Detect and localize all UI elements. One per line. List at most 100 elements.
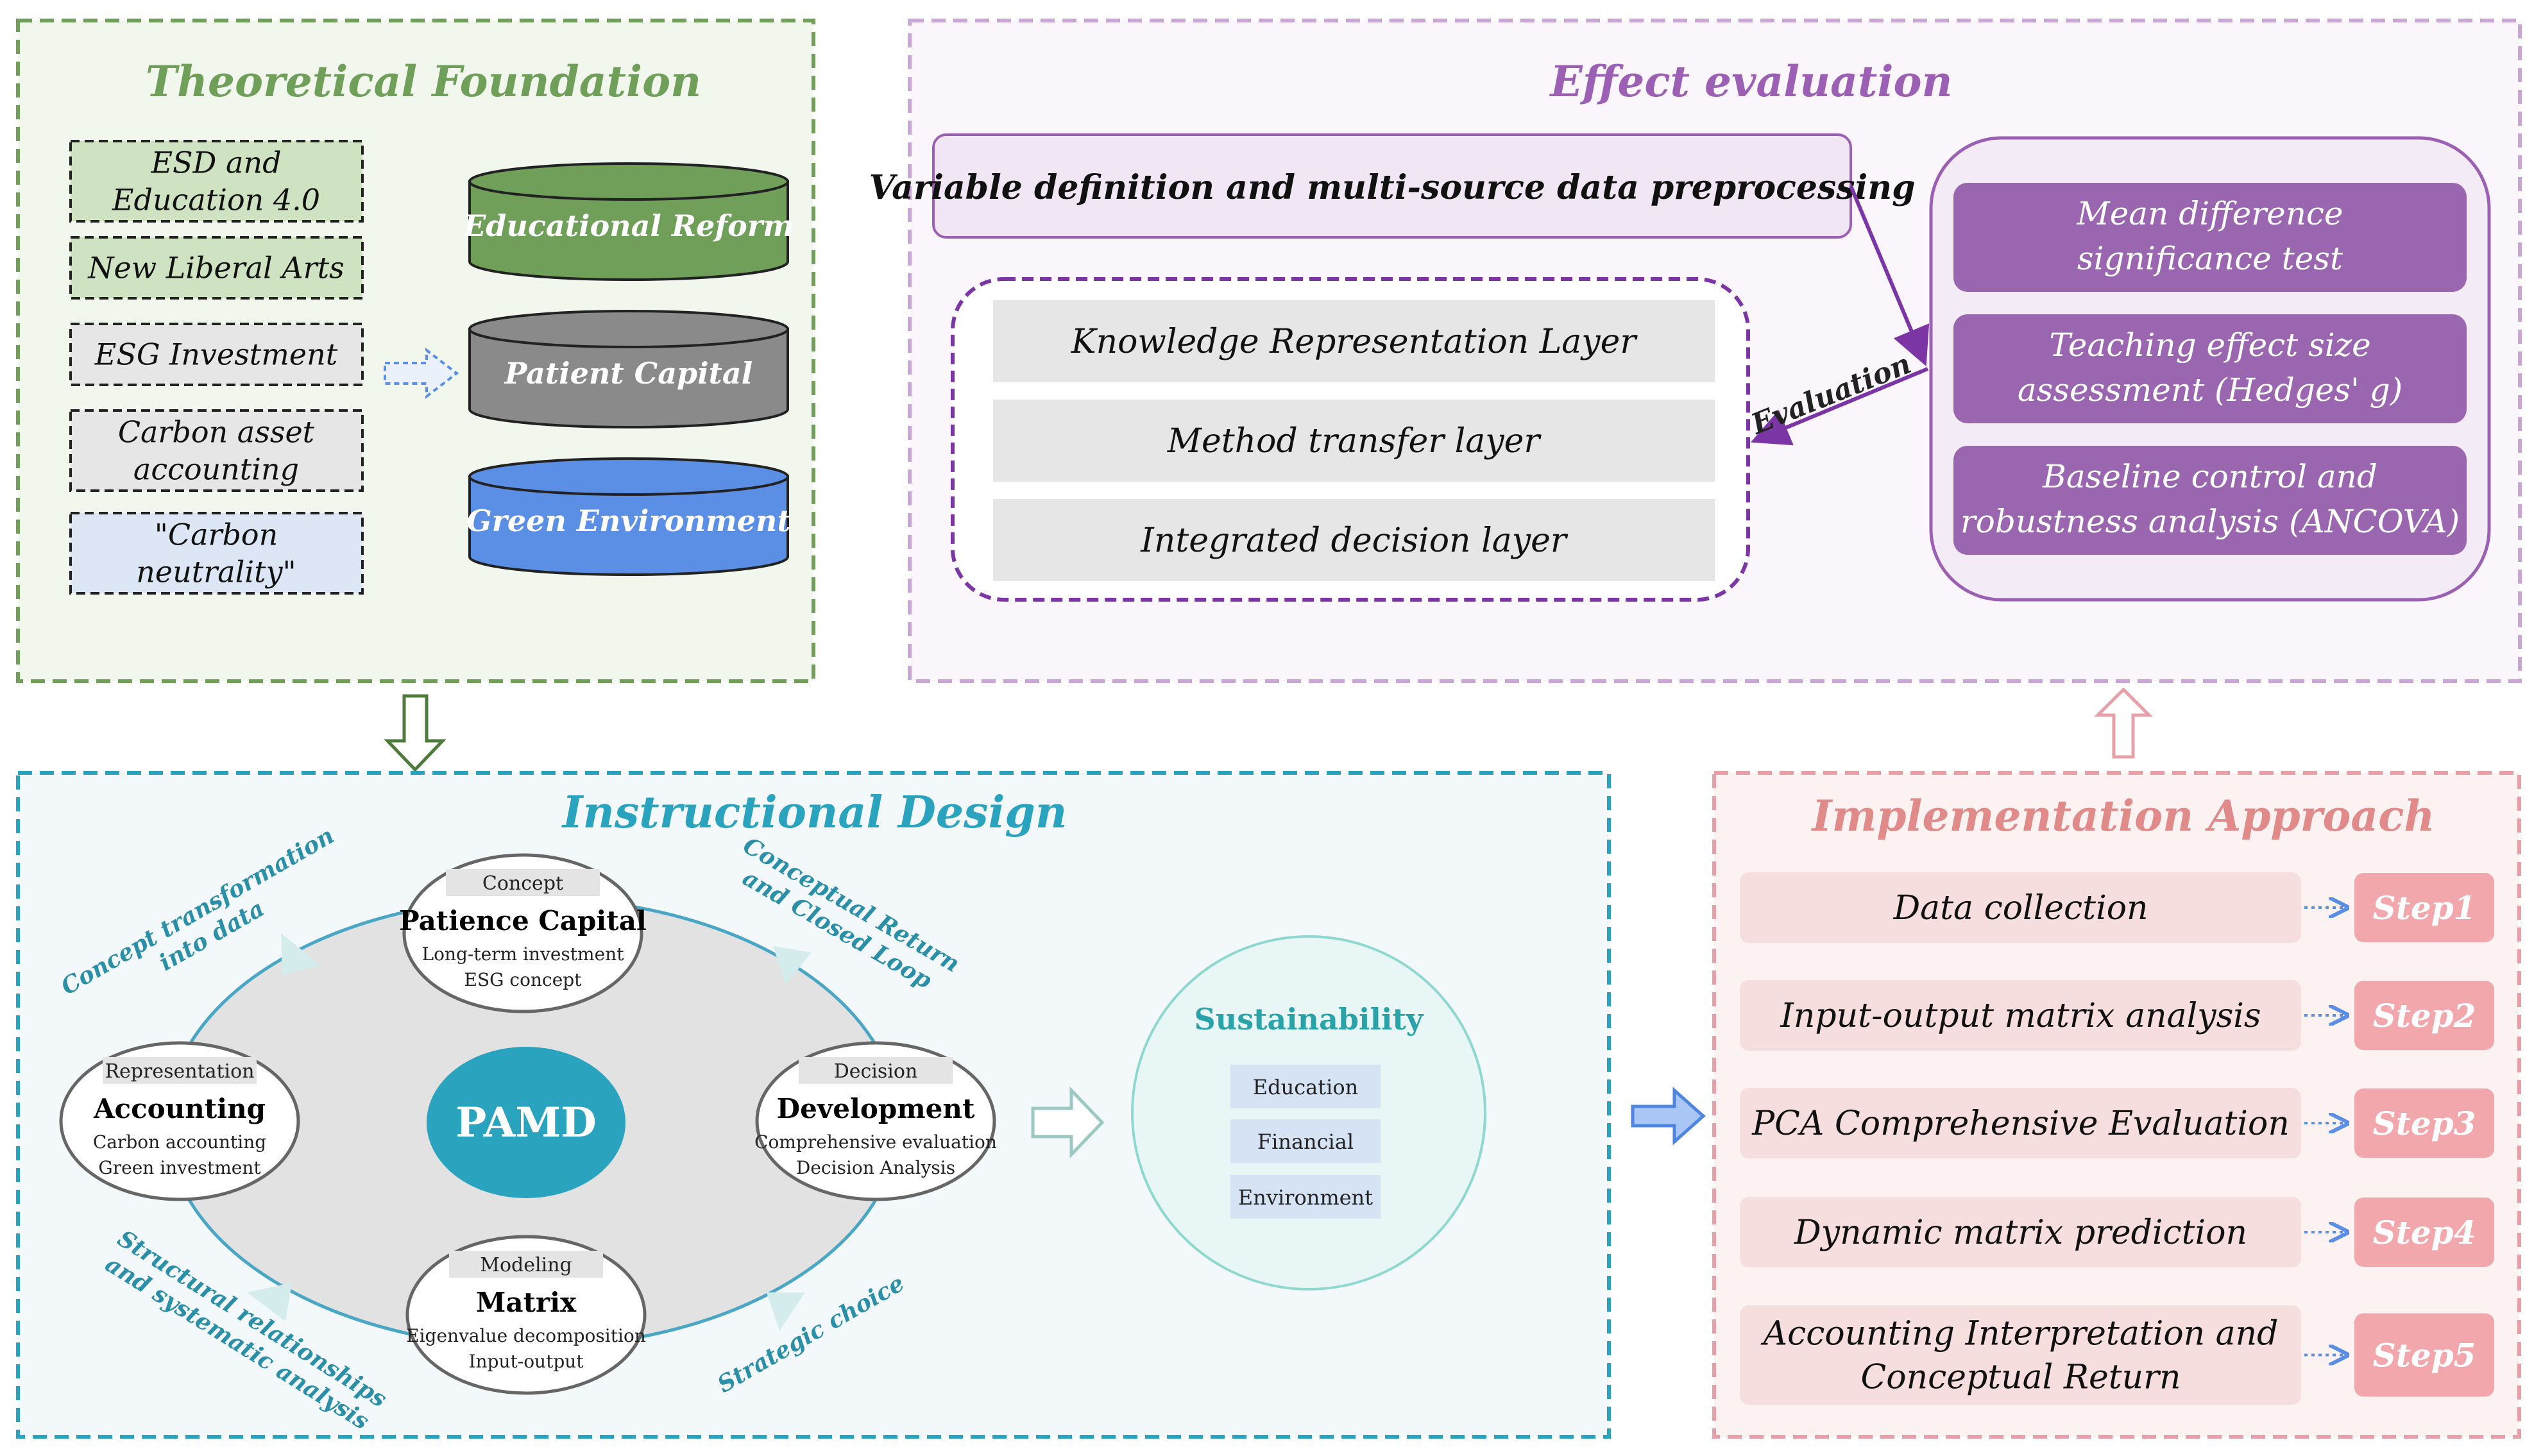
test-label: Mean difference [2077, 195, 2343, 232]
step-badge-label: Step3 [2373, 1105, 2476, 1142]
concept-label: ESD and [150, 146, 281, 180]
pamd-center [427, 1047, 625, 1198]
test-label: significance test [2077, 240, 2343, 277]
node-sub: Eigenvalue decomposition [406, 1325, 646, 1346]
implementation-step: Dynamic matrix prediction Step4 [1740, 1197, 2494, 1267]
theory-panel: Theoretical Foundation ESD andEducation … [16, 19, 815, 683]
layer-label: Integrated decision layer [1140, 521, 1569, 560]
layer-row: Knowledge Representation Layer [993, 300, 1715, 382]
node-tag: Decision [834, 1060, 918, 1083]
concept-label: neutrality" [136, 555, 296, 589]
node-sub: Long-term investment [422, 944, 625, 965]
step-label: Accounting Interpretation and [1761, 1315, 2279, 1353]
step-badge-label: Step4 [2373, 1214, 2476, 1251]
node-sub: Carbon accounting [93, 1131, 266, 1153]
concept-label: New Liberal Arts [87, 251, 344, 285]
tests-to-layers-arrow [1750, 367, 1929, 446]
concept-label: accounting [133, 452, 299, 487]
layer-row: Integrated decision layer [993, 499, 1715, 581]
preprocessing-label: Variable definition and multi-source dat… [869, 168, 1916, 207]
test-box: Mean difference significance test [1953, 183, 2467, 292]
step-badge-label: Step2 [2373, 997, 2476, 1035]
node-name: Matrix [476, 1287, 577, 1318]
pillar-label: Patient Capital [504, 356, 753, 391]
design-panel: Instructional Design Concept transformat… [16, 771, 1611, 1439]
node-name: Patience Capital [399, 905, 647, 936]
test-label: Baseline control and [2042, 458, 2377, 495]
cycle-arrow-top-left [281, 933, 321, 975]
concept-label: "Carbon [155, 518, 278, 552]
step-badge-label: Step1 [2373, 889, 2476, 927]
design-to-sustainability-arrow [1031, 1086, 1105, 1159]
test-label: Teaching effect size [2049, 326, 2370, 364]
implementation-to-evaluation-arrow [2093, 687, 2154, 759]
concept-label: Carbon asset [118, 415, 315, 450]
step-label: Conceptual Return [1861, 1359, 2181, 1397]
design-title: Instructional Design [561, 787, 1067, 838]
sustainability-item-label: Financial [1257, 1130, 1354, 1154]
sustainability-item: Financial [1230, 1119, 1381, 1163]
step-label: PCA Comprehensive Evaluation [1751, 1105, 2290, 1143]
sustainability-item: Education [1230, 1065, 1381, 1108]
node-sub: ESG concept [464, 969, 582, 990]
concept-label: Education 4.0 [112, 183, 320, 217]
concept-box: ESG Investment [69, 323, 364, 386]
node-sub: Input-output [468, 1351, 584, 1372]
layer-row: Method transfer layer [993, 400, 1715, 482]
concept-label: ESG Investment [94, 337, 338, 372]
cycle-arrow-bottom-right [767, 1292, 805, 1331]
pamd-label: PAMD [455, 1099, 596, 1147]
pillar-label: Green Environment [466, 504, 790, 538]
pillar-cylinder: Patient Capital [468, 310, 789, 428]
pillar-label: Educational Reform [462, 208, 794, 243]
test-box: Teaching effect size assessment (Hedges' … [1953, 314, 2467, 423]
step-label: Dynamic matrix prediction [1794, 1214, 2247, 1252]
node-tag: Concept [482, 872, 563, 895]
step-badge-label: Step5 [2373, 1337, 2476, 1375]
test-box: Baseline control and robustness analysis … [1953, 446, 2467, 555]
layer-label: Method transfer layer [1167, 422, 1542, 461]
step-label: Input-output matrix analysis [1780, 997, 2261, 1035]
sustainability-item-label: Environment [1238, 1185, 1373, 1210]
node-tag: Modeling [480, 1254, 572, 1276]
pillar-cylinder: Educational Reform [462, 162, 794, 281]
preprocessing-to-tests-arrow [1849, 185, 1930, 367]
sustainability-title: Sustainability [1195, 1002, 1424, 1037]
node-sub: Green investment [98, 1157, 261, 1178]
sustainability-item: Environment [1230, 1175, 1381, 1219]
node-sub: Decision Analysis [796, 1157, 955, 1178]
evaluation-panel: Effect evaluation Variable definition an… [869, 19, 2522, 683]
concept-box: New Liberal Arts [69, 236, 364, 300]
implementation-step: Data collection Step1 [1740, 872, 2494, 943]
cycle-arrow-top-right [773, 946, 812, 985]
theory-title: Theoretical Foundation [146, 56, 701, 106]
test-label: robustness analysis (ANCOVA) [1960, 503, 2460, 540]
implementation-step: PCA Comprehensive Evaluation Step3 [1740, 1088, 2494, 1158]
implementation-title: Implementation Approach [1811, 791, 2435, 841]
design-to-implementation-arrow [1631, 1087, 1706, 1146]
node-tag: Representation [105, 1060, 254, 1083]
implementation-step: Accounting Interpretation andConceptual … [1740, 1305, 2494, 1405]
node-name: Accounting [93, 1093, 266, 1124]
cycle-arrow-bottom-left [247, 1283, 292, 1321]
test-label: assessment (Hedges' g) [2018, 371, 2402, 409]
evaluation-title: Effect evaluation [1549, 56, 1952, 106]
theory-dotted-arrow [384, 347, 459, 400]
node-name: Development [777, 1093, 975, 1124]
step-label: Data collection [1892, 889, 2148, 927]
